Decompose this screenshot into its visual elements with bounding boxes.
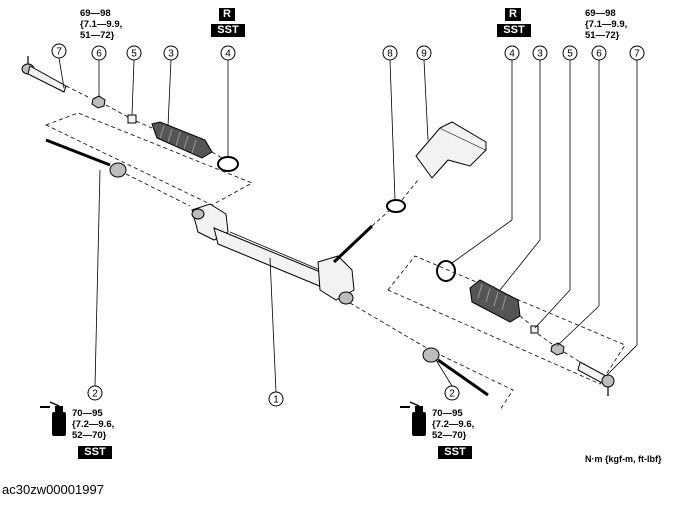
- o-ring: [386, 199, 406, 213]
- svg-text:4: 4: [509, 49, 515, 60]
- tie-rod-right: [422, 347, 489, 397]
- svg-text:5: 5: [567, 49, 573, 60]
- svg-text:5: 5: [131, 49, 137, 60]
- svg-text:8: 8: [387, 49, 393, 60]
- boot-clamp-inner-left: [217, 156, 239, 172]
- callout-3-left: 3: [163, 45, 179, 61]
- left-assembly-outline: [44, 112, 253, 206]
- callout-5-right: 5: [562, 45, 578, 61]
- lock-nut-left: [91, 95, 106, 109]
- boot-clamp-inner-right: [436, 260, 456, 282]
- sst-badge-left-bottom: SST: [78, 446, 112, 459]
- svg-text:6: 6: [596, 49, 602, 60]
- torque-spec-tie-rod-end-right: 69—98 {7.1—9.9, 51—72}: [585, 8, 628, 41]
- sst-badge-right-bottom: SST: [438, 446, 472, 459]
- torque-spec-tie-rod-right: 70—95 {7.2—9.6, 52—70}: [432, 408, 475, 441]
- callout-9: 9: [416, 45, 432, 61]
- rack-to-tie-rod-dashline: [349, 302, 514, 411]
- right-assembly-outline: [387, 255, 626, 385]
- boot-right: [469, 279, 531, 325]
- tie-rod-end-right: [577, 361, 615, 396]
- callout-4-left: 4: [220, 45, 236, 61]
- svg-text:9: 9: [421, 49, 427, 60]
- svg-text:7: 7: [634, 49, 640, 60]
- replace-badge-left: R: [219, 8, 235, 21]
- svg-text:3: 3: [168, 49, 174, 60]
- torque-spec-tie-rod-end-left: 69—98 {7.1—9.9, 51—72}: [80, 8, 123, 41]
- tie-rod-end-left: [21, 56, 89, 98]
- callout-7-left: 7: [51, 43, 67, 59]
- svg-text:2: 2: [92, 389, 98, 400]
- svg-text:6: 6: [96, 49, 102, 60]
- boot-clamp-outer-left: [105, 104, 153, 129]
- svg-text:4: 4: [225, 49, 231, 60]
- svg-text:1: 1: [273, 395, 279, 406]
- svg-text:7: 7: [56, 47, 62, 58]
- callout-6-right: 6: [591, 45, 607, 61]
- callout-4-right: 4: [504, 45, 520, 61]
- sst-badge-right-top: SST: [497, 24, 531, 37]
- tie-rod-left: [45, 138, 191, 207]
- sealant-spray-can-icon: [40, 401, 66, 436]
- lock-nut-right: [550, 342, 565, 356]
- callout-2-right: 2: [444, 385, 460, 401]
- figure-id: ac30zw00001997: [2, 482, 104, 497]
- replace-badge-right: R: [505, 8, 521, 21]
- dust-cover: [401, 121, 487, 201]
- callout-5-left: 5: [126, 45, 142, 61]
- callout-8: 8: [382, 45, 398, 61]
- torque-units-note: N·m {kgf-m, ft-lbf}: [585, 454, 662, 464]
- callout-2-left: 2: [87, 385, 103, 401]
- callout-6-left: 6: [91, 45, 107, 61]
- sst-badge-left-top: SST: [211, 24, 245, 37]
- boot-clamp-outer-right: [530, 325, 539, 334]
- svg-text:2: 2: [449, 389, 455, 400]
- sealant-spray-can-icon: [400, 401, 426, 436]
- callout-7-right: 7: [629, 45, 645, 61]
- callout-1: 1: [268, 391, 284, 407]
- leader-lines: [58, 57, 638, 393]
- steering-gear-and-linkage: [191, 203, 374, 305]
- svg-text:3: 3: [537, 49, 543, 60]
- callout-3-right: 3: [532, 45, 548, 61]
- torque-spec-tie-rod-left: 70—95 {7.2—9.6, 52—70}: [72, 408, 115, 441]
- boot-left: [151, 121, 223, 159]
